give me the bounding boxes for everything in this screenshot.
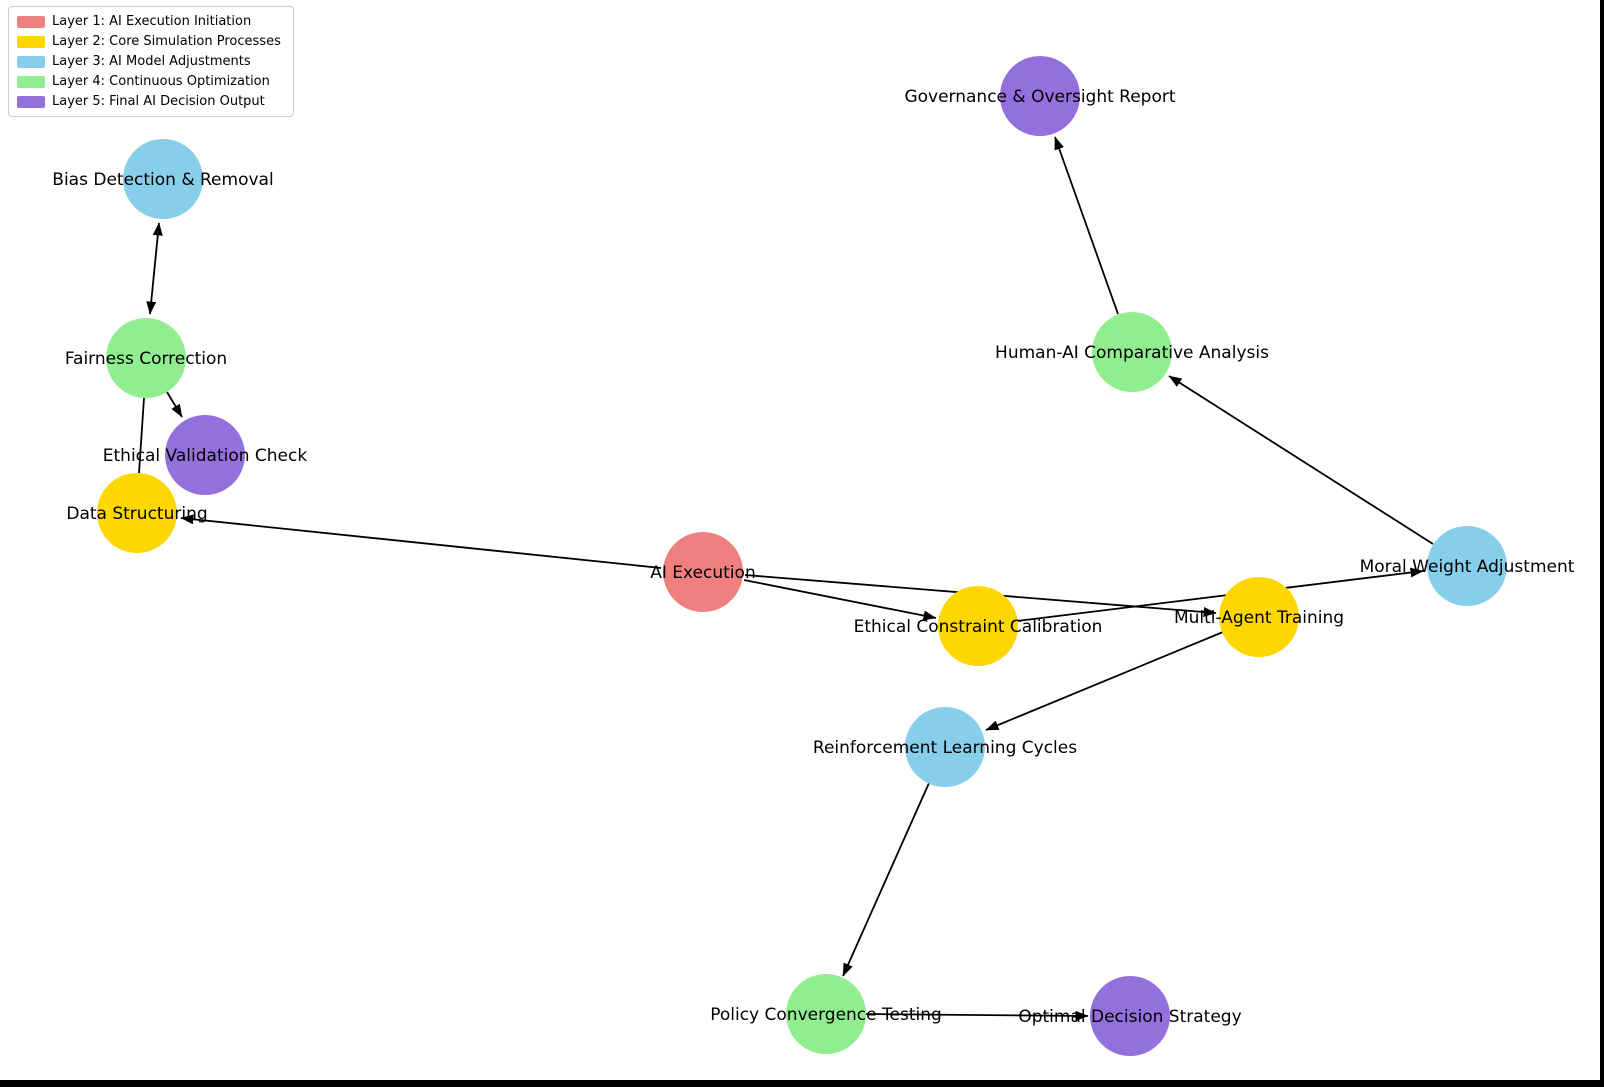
node-label-human-ai-comparative-analysis: Human-AI Comparative Analysis (995, 343, 1269, 363)
legend: Layer 1: AI Execution Initiation Layer 2… (8, 6, 294, 117)
edge-reinforcement-learning-cycles-to-policy-convergence-testing (842, 782, 930, 977)
node-label-fairness-correction: Fairness Correction (65, 349, 227, 369)
node-optimal-decision-strategy (1090, 976, 1170, 1056)
node-ethical-validation-check (165, 415, 245, 495)
node-ethical-constraint-calibration (938, 586, 1018, 666)
node-moral-weight-adjustment (1427, 526, 1507, 606)
edge-policy-convergence-testing-to-optimal-decision-strategy (863, 1010, 1089, 1021)
legend-swatch-layer-3-icon (17, 55, 45, 68)
node-label-bias-detection-removal: Bias Detection & Removal (52, 170, 273, 190)
node-governance-oversight-report (1000, 56, 1080, 136)
edge-ai-execution-to-data-structuring (180, 514, 662, 569)
node-label-governance-oversight-report: Governance & Oversight Report (904, 87, 1175, 107)
node-policy-convergence-testing (786, 974, 866, 1054)
node-label-optimal-decision-strategy: Optimal Decision Strategy (1018, 1007, 1241, 1027)
node-label-data-structuring: Data Structuring (66, 504, 207, 524)
node-label-moral-weight-adjustment: Moral Weight Adjustment (1360, 557, 1575, 577)
screen-edge-right-bar (1600, 0, 1604, 1087)
node-bias-detection-removal (123, 139, 203, 219)
legend-swatch-layer-2-icon (17, 35, 45, 48)
node-label-reinforcement-learning-cycles: Reinforcement Learning Cycles (813, 738, 1077, 758)
legend-label-layer-3: Layer 3: AI Model Adjustments (52, 54, 251, 69)
legend-item-layer-5: Layer 5: Final AI Decision Output (17, 94, 281, 109)
node-label-policy-convergence-testing: Policy Convergence Testing (710, 1005, 942, 1025)
edge-fairness-correction-to-ethical-validation-check (166, 391, 183, 418)
node-fairness-correction (106, 318, 186, 398)
node-human-ai-comparative-analysis (1092, 312, 1172, 392)
node-label-ethical-constraint-calibration: Ethical Constraint Calibration (854, 617, 1103, 637)
legend-item-layer-4: Layer 4: Continuous Optimization (17, 74, 281, 89)
legend-item-layer-2: Layer 2: Core Simulation Processes (17, 34, 281, 49)
legend-item-layer-1: Layer 1: AI Execution Initiation (17, 14, 281, 29)
node-data-structuring (97, 473, 177, 553)
legend-label-layer-1: Layer 1: AI Execution Initiation (52, 14, 252, 29)
edge-moral-weight-adjustment-to-human-ai-comparative-analysis (1168, 375, 1434, 545)
legend-swatch-layer-1-icon (17, 15, 45, 28)
node-label-ethical-validation-check: Ethical Validation Check (103, 446, 308, 466)
legend-label-layer-4: Layer 4: Continuous Optimization (52, 74, 270, 89)
node-ai-execution (663, 532, 743, 612)
legend-label-layer-5: Layer 5: Final AI Decision Output (52, 94, 265, 109)
legend-swatch-layer-4-icon (17, 75, 45, 88)
edge-fairness-correction-bias-detection-removal-bidirectional (146, 222, 163, 315)
node-layer (97, 56, 1507, 1056)
node-reinforcement-learning-cycles (905, 707, 985, 787)
edge-human-ai-comparative-analysis-to-governance-oversight-report (1054, 136, 1119, 315)
screen-edge-bottom-bar (0, 1080, 1604, 1087)
node-label-multi-agent-training: Multi-Agent Training (1174, 608, 1344, 628)
node-multi-agent-training (1219, 577, 1299, 657)
edge-ethical-constraint-calibration-to-moral-weight-adjustment (1016, 567, 1424, 622)
edge-ai-execution-to-ethical-constraint-calibration (743, 579, 937, 621)
edge-data-structuring-to-fairness-correction (138, 397, 145, 474)
label-layer: AI Execution Data Structuring Ethical Co… (52, 87, 1574, 1027)
legend-item-layer-3: Layer 3: AI Model Adjustments (17, 54, 281, 69)
node-label-ai-execution: AI Execution (650, 563, 755, 583)
edge-layer (138, 136, 1434, 1021)
edge-multi-agent-training-to-reinforcement-learning-cycles (985, 631, 1224, 731)
legend-label-layer-2: Layer 2: Core Simulation Processes (52, 34, 281, 49)
legend-swatch-layer-5-icon (17, 95, 45, 108)
